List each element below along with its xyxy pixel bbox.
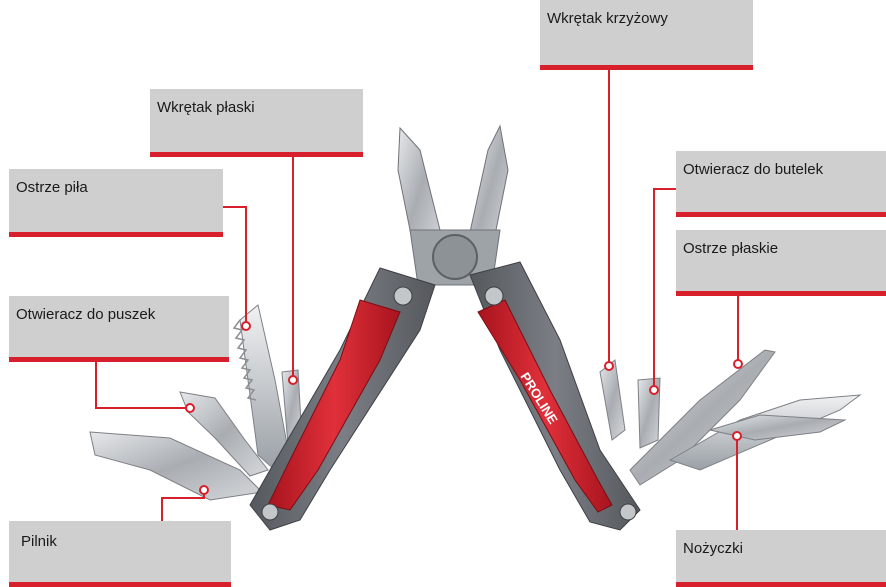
label-wkretak-krzyzowy: Wkrętak krzyżowy	[540, 0, 753, 70]
label-otwieracz-do-butelek-text: Otwieracz do butelek	[683, 161, 823, 178]
label-otwieracz-do-puszek-text: Otwieracz do puszek	[16, 306, 155, 323]
phillips-screwdriver-tool	[600, 360, 625, 440]
label-wkretak-plaski-text: Wkrętak płaski	[157, 99, 255, 116]
label-pilnik-text: Pilnik	[21, 533, 57, 550]
label-nozyczki-text: Nożyczki	[683, 540, 743, 557]
label-ostrze-plaskie: Ostrze płaskie	[676, 230, 886, 296]
label-ostrze-pila: Ostrze piła	[9, 169, 223, 237]
label-otwieracz-do-puszek: Otwieracz do puszek	[9, 296, 229, 362]
label-ostrze-plaskie-text: Ostrze płaskie	[683, 240, 778, 257]
label-pilnik: Pilnik	[9, 521, 231, 587]
label-wkretak-krzyzowy-text: Wkrętak krzyżowy	[547, 10, 668, 27]
label-ostrze-pila-text: Ostrze piła	[16, 179, 88, 196]
label-wkretak-plaski: Wkrętak płaski	[150, 89, 363, 157]
label-nozyczki: Nożyczki	[676, 530, 886, 587]
pliers-jaws	[398, 126, 508, 285]
label-otwieracz-do-butelek: Otwieracz do butelek	[676, 151, 886, 217]
